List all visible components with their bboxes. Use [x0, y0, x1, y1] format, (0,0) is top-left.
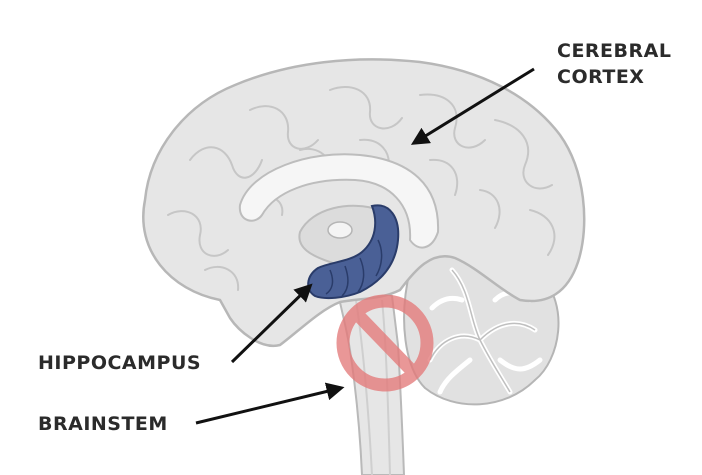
hippocampus-shape — [307, 204, 400, 300]
brainstem-arrow — [195, 382, 345, 425]
cerebral-cortex-label: CEREBRAL CORTEX — [557, 38, 671, 90]
hippocampus-label: HIPPOCAMPUS — [38, 352, 202, 374]
corpus-callosum-shape — [238, 153, 440, 249]
cerebral-cortex-arrow — [410, 67, 535, 145]
no-entry-sign-icon — [336, 294, 434, 392]
cerebrum-shape — [142, 58, 586, 348]
cerebral-cortex-label-line2: CORTEX — [557, 66, 645, 88]
cerebral-cortex-label-line1: CEREBRAL — [557, 40, 672, 62]
brainstem-label: BRAINSTEM — [38, 413, 168, 435]
hippocampus-arrow — [230, 283, 313, 364]
thalamus-nucleus — [327, 221, 353, 239]
